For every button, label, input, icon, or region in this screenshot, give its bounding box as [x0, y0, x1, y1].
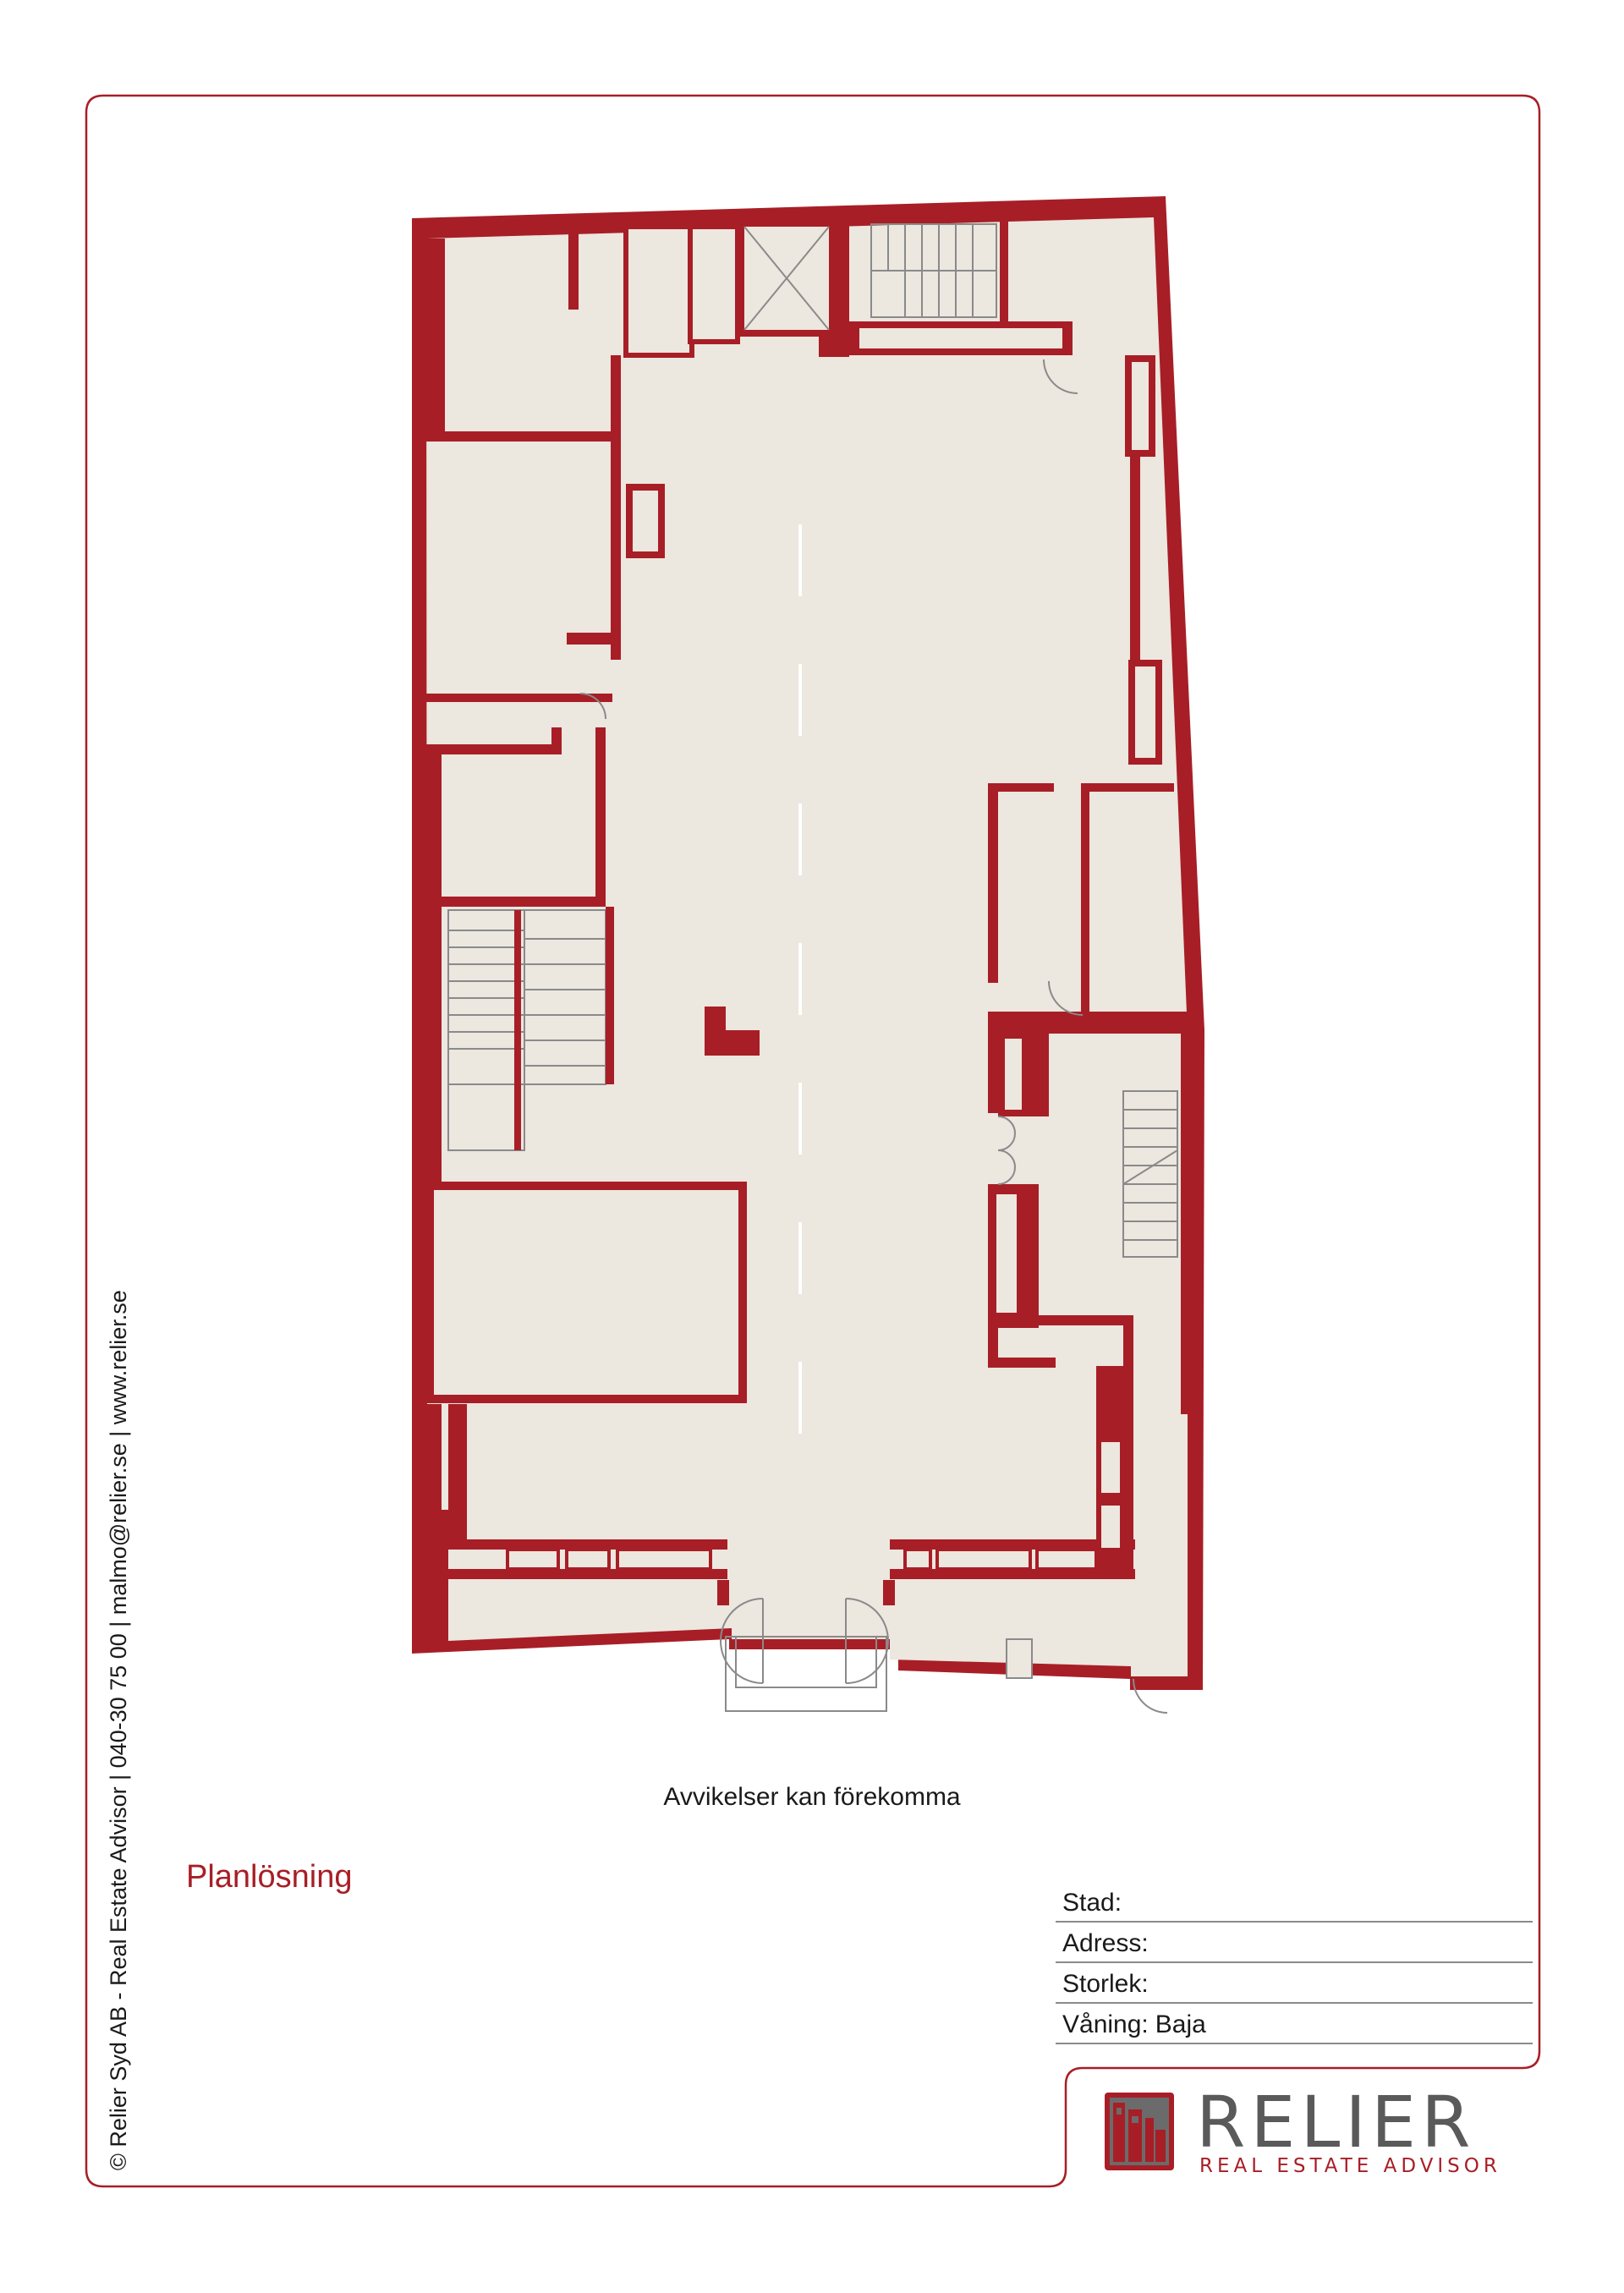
wall	[426, 1404, 442, 1539]
wall	[448, 1539, 727, 1550]
column	[1130, 457, 1140, 660]
disclaimer: Avvikelser kan förekomma	[663, 1783, 961, 1811]
wall	[1081, 783, 1174, 792]
elevator-cross	[743, 226, 830, 331]
info-value: Baja	[1155, 2010, 1206, 2038]
building-logo-icon	[1105, 2093, 1174, 2170]
niche	[1006, 1638, 1033, 1679]
wall	[988, 1358, 1056, 1368]
relier-logo: RELIER REAL ESTATE ADVISOR	[1105, 2081, 1528, 2177]
wall	[448, 1569, 727, 1579]
shaft	[623, 224, 694, 358]
info-label: Storlek:	[1062, 1970, 1149, 1998]
wall	[426, 239, 445, 440]
column-inner	[1101, 1506, 1120, 1548]
logo-wordmark: RELIER	[1196, 2081, 1476, 2164]
wall	[611, 355, 621, 660]
wall	[988, 1315, 998, 1366]
wall	[426, 744, 562, 754]
info-label: Stad:	[1062, 1889, 1122, 1917]
wall	[988, 1012, 1191, 1034]
window	[1035, 1548, 1098, 1571]
window	[506, 1548, 560, 1571]
info-row-storlek: Storlek:	[1056, 1963, 1533, 2004]
wall	[426, 431, 612, 442]
info-row-vaning: Våning: Baja	[1056, 2004, 1533, 2044]
window	[616, 1548, 712, 1571]
wall	[426, 754, 442, 1186]
column-inner	[633, 491, 658, 551]
info-row-stad: Stad:	[1056, 1882, 1533, 1923]
window	[935, 1548, 1032, 1571]
column-inner	[1132, 362, 1149, 450]
floorplan	[412, 196, 1204, 1714]
page-frame	[85, 94, 1541, 2188]
stairs-left	[447, 909, 606, 1151]
wall	[440, 897, 606, 907]
stairs-right	[1122, 1090, 1178, 1258]
wall	[890, 1539, 1135, 1550]
column-inner	[996, 1194, 1017, 1313]
central-column	[705, 1007, 760, 1056]
wall	[890, 1569, 1135, 1579]
wall	[883, 1580, 895, 1605]
info-row-adress: Adress:	[1056, 1923, 1533, 1963]
info-label: Våning:	[1062, 2010, 1149, 2038]
wall	[988, 1315, 1132, 1325]
entrance	[579, 359, 1168, 1714]
column-inner	[1005, 1039, 1022, 1110]
side-credit: © Relier Syd AB - Real Estate Advisor | …	[106, 1290, 131, 2170]
window	[903, 1548, 932, 1571]
wall	[1000, 222, 1008, 321]
wall	[551, 727, 562, 754]
wall	[1181, 1034, 1188, 1414]
column-inner	[1135, 667, 1155, 758]
wall	[988, 1012, 998, 1113]
wall	[836, 222, 849, 357]
wall	[1123, 1315, 1133, 1569]
info-label: Adress:	[1062, 1929, 1149, 1957]
wall	[568, 227, 579, 310]
window	[565, 1548, 611, 1571]
plan-heading: Planlösning	[186, 1859, 353, 1895]
logo-tagline: REAL ESTATE ADVISOR	[1199, 2155, 1501, 2177]
shaft	[688, 224, 740, 344]
wall	[567, 633, 611, 645]
wall	[595, 727, 606, 905]
stairs-top	[870, 223, 997, 318]
column-inner	[1101, 1442, 1120, 1493]
wall	[819, 332, 849, 357]
wall	[1081, 783, 1089, 1020]
wall	[988, 783, 998, 983]
wall	[988, 783, 1054, 792]
counter	[859, 328, 1062, 348]
wall	[514, 910, 521, 1150]
info-table: Stad: Adress: Storlek: Våning: Baja	[1056, 1882, 1533, 2044]
wall	[448, 1404, 467, 1546]
room-lower-left	[425, 1182, 747, 1403]
wall	[717, 1580, 729, 1605]
wall	[606, 907, 614, 1084]
wall	[426, 694, 612, 702]
